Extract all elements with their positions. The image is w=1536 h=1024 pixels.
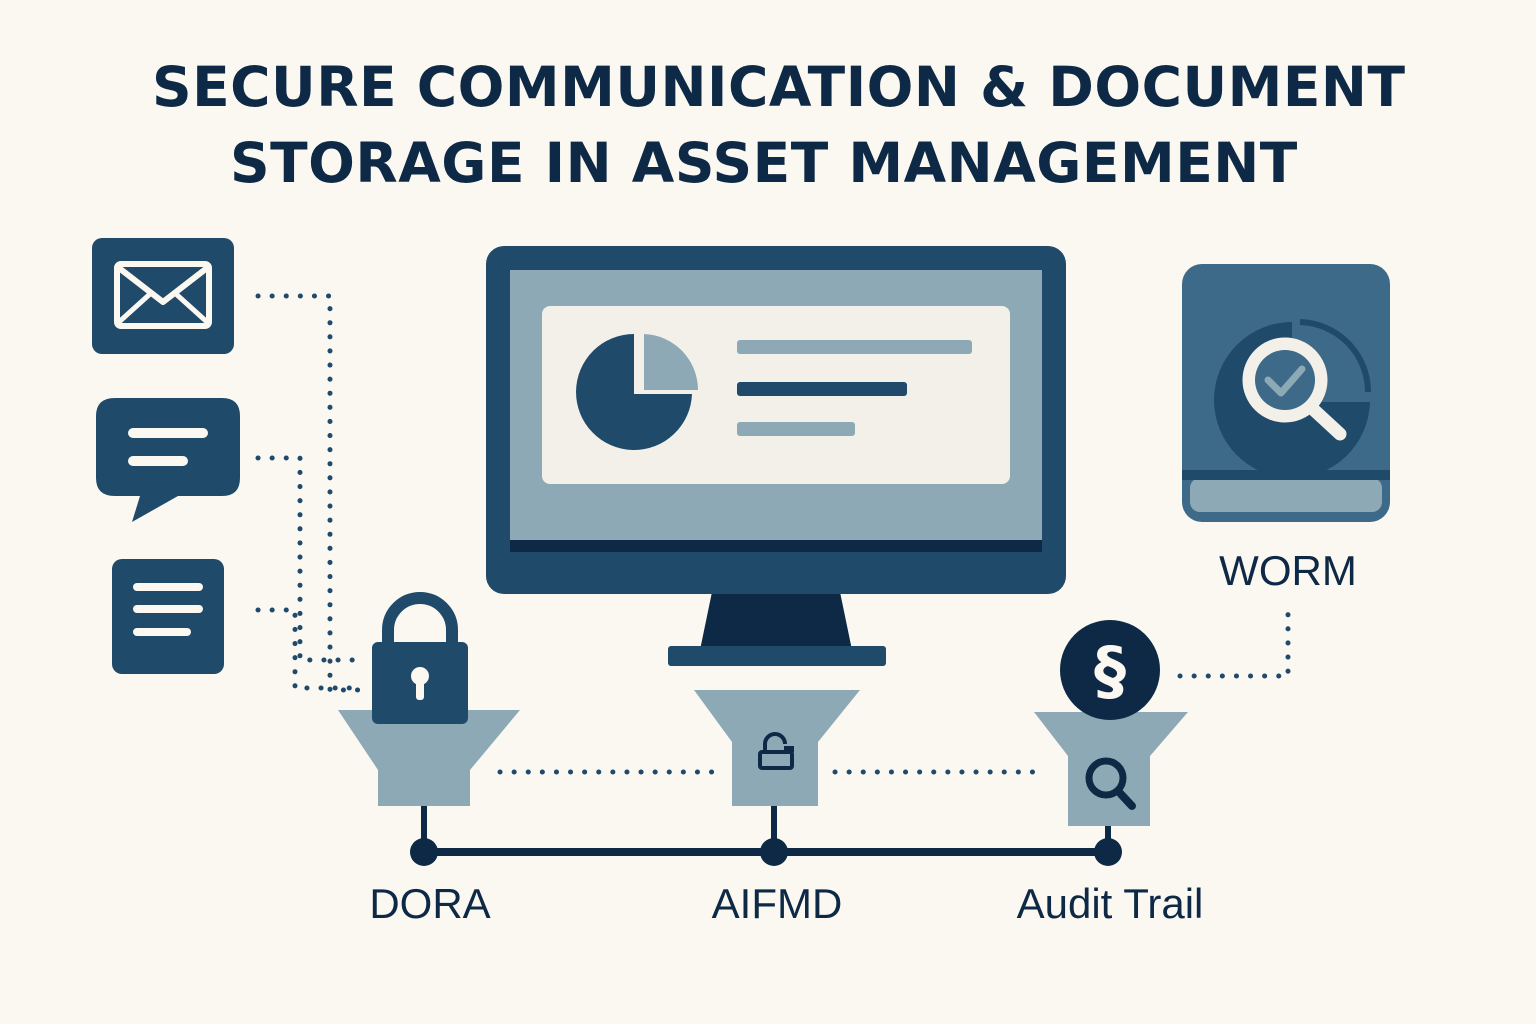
worm-label: WORM <box>1219 547 1357 594</box>
monitor-base <box>668 646 886 666</box>
base-connector <box>410 800 1122 866</box>
section-symbol: § <box>1094 635 1126 709</box>
dashboard-line-3 <box>737 422 855 436</box>
document-connector <box>255 607 353 691</box>
audit-node <box>1094 838 1122 866</box>
section-symbol-badge: § <box>1060 620 1160 720</box>
aifmd-label: AIFMD <box>712 880 843 927</box>
aifmd-node <box>760 838 788 866</box>
aifmd-funnel <box>694 690 860 806</box>
document-icon <box>112 559 224 674</box>
chat-bubble-icon <box>96 398 240 522</box>
pie-chart-icon <box>576 334 699 450</box>
title-line-2: STORAGE IN ASSET MANAGEMENT <box>230 131 1298 195</box>
dora-label: DORA <box>369 880 490 927</box>
dashboard-line-2 <box>737 382 907 396</box>
magnifier-icon <box>1085 757 1136 810</box>
audit-worm-connector <box>1177 607 1291 679</box>
dashboard-line-1 <box>737 340 972 354</box>
book-search-icon <box>1182 264 1390 522</box>
small-lock-icon <box>758 732 794 770</box>
email-connector <box>255 293 363 693</box>
dora-funnel <box>338 592 520 806</box>
envelope-icon <box>92 238 234 354</box>
audit-trail-label: Audit Trail <box>1017 880 1204 927</box>
title-line-1: SECURE COMMUNICATION & DOCUMENT <box>152 55 1406 119</box>
padlock-icon <box>372 592 468 724</box>
monitor-dashboard-icon <box>486 246 1066 666</box>
monitor-stand <box>700 592 852 650</box>
chat-connector <box>255 455 363 663</box>
audit-funnel: § <box>1034 620 1188 826</box>
channel-connectors <box>255 293 1291 775</box>
dora-node <box>410 838 438 866</box>
